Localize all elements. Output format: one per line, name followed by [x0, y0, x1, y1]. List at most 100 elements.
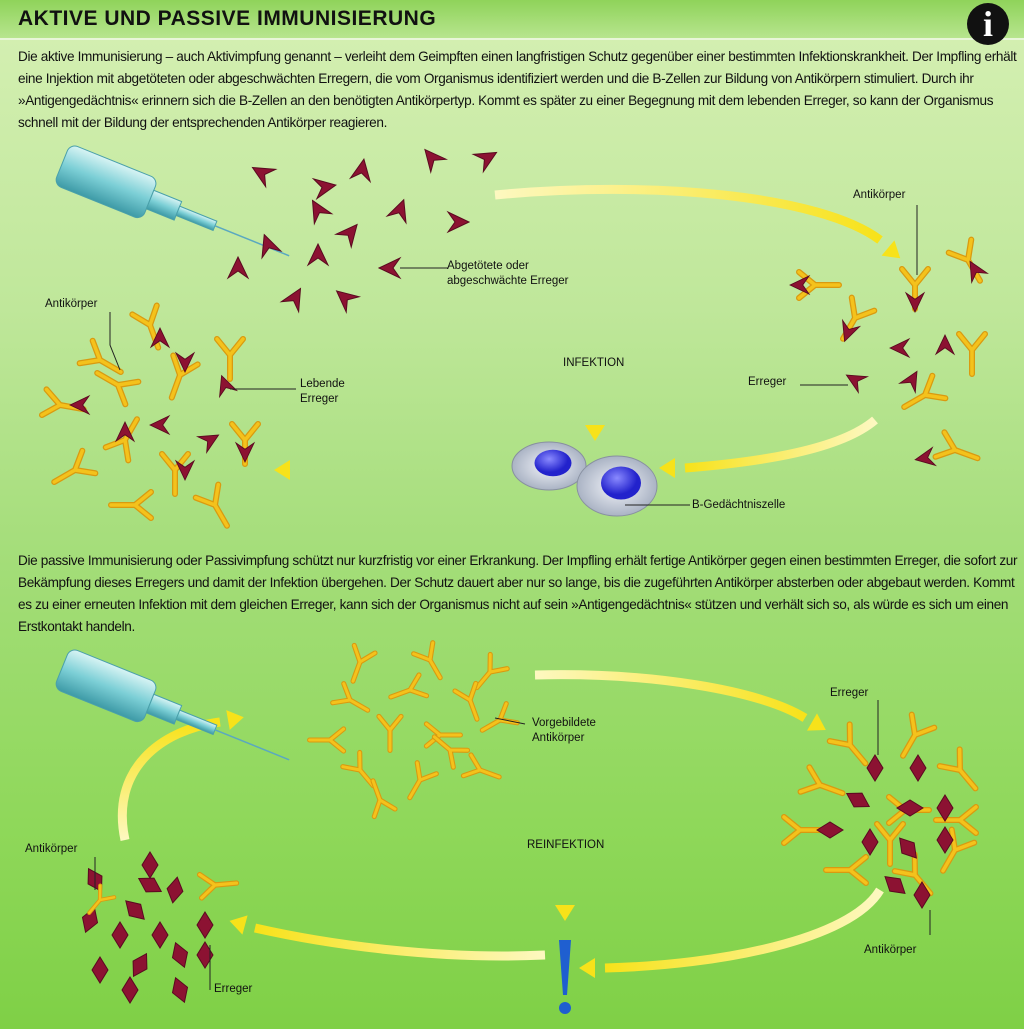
page-title: AKTIVE UND PASSIVE IMMUNISIERUNG: [18, 7, 437, 30]
antigen-icon: [904, 291, 926, 313]
antibody-icon: [936, 746, 979, 792]
antibody-icon: [108, 489, 154, 521]
antibody-shape: [351, 643, 377, 683]
label-antibodies-active-right: Antikörper: [853, 189, 906, 201]
antibody-shape: [95, 371, 141, 407]
exclamation-icon: [559, 940, 571, 995]
antibody-icon: [874, 821, 906, 867]
antibody-icon: [370, 778, 398, 820]
arrow-passive-3: [254, 923, 546, 961]
arrowhead-icon: [807, 713, 826, 731]
antibody-icon: [376, 713, 404, 753]
antibody-shape: [941, 827, 977, 873]
pathogen-icon: [196, 941, 214, 969]
antigen-icon: [306, 242, 330, 267]
label-antibodies-passive-right: Antikörper: [864, 944, 917, 956]
label-line: abgeschwächte Erreger: [447, 275, 569, 287]
pathogen-icon: [884, 876, 906, 894]
antibody-icon: [307, 726, 347, 754]
antigen-icon: [234, 441, 256, 463]
antigen-icon: [311, 199, 334, 226]
antibody-shape: [475, 652, 509, 690]
pathogen-icon: [166, 876, 184, 904]
label-memory-cell: B-Gedächtniszelle: [692, 499, 786, 511]
antibody-shape: [824, 855, 868, 885]
pathogen-icon: [171, 976, 189, 1004]
antibody-icon: [840, 294, 878, 342]
antibody-shape: [412, 641, 442, 680]
pathogen-icon: [816, 821, 844, 839]
antigen-icon: [279, 287, 302, 314]
antigen-icon: [311, 177, 337, 201]
antigen-icon: [446, 210, 471, 234]
antibody-shape: [308, 727, 346, 753]
pathogen-icon: [137, 877, 163, 893]
syringe-hub: [175, 205, 218, 232]
antibody-shape: [193, 482, 229, 528]
pathogen-icon: [141, 851, 159, 879]
antibody-icon: [340, 749, 376, 789]
arrowhead-icon: [881, 240, 901, 259]
header-band: [0, 0, 1024, 40]
antigen-icon: [845, 374, 870, 394]
arrowhead-icon: [659, 458, 675, 478]
antigen-icon: [174, 459, 196, 481]
antibody-icon: [214, 336, 246, 382]
syringe-barrel: [55, 145, 157, 219]
pathogen-icon: [121, 976, 139, 1004]
antibody-shape: [828, 722, 868, 766]
antibody-icon: [796, 269, 842, 301]
antigen-icon: [842, 318, 862, 343]
arrow-passive-1: [534, 670, 808, 722]
antigen-icon: [149, 414, 171, 436]
antibody-icon: [797, 764, 846, 797]
antibody-shape: [902, 373, 948, 409]
antibody-icon: [940, 826, 978, 874]
antibody-icon: [452, 680, 480, 722]
antigen-icon: [914, 446, 937, 467]
label-line: Antikörper: [532, 732, 585, 744]
antibody-shape: [215, 337, 245, 381]
pathogen-icon: [909, 754, 927, 782]
antibody-shape: [957, 332, 987, 376]
antigen-icon: [226, 255, 250, 280]
arrow-active-2: [684, 416, 878, 473]
antibody-icon: [781, 814, 827, 846]
antigen-icon: [889, 337, 911, 359]
nucleus-icon: [601, 466, 641, 500]
antibody-icon: [388, 672, 430, 700]
pathogen-icon: [91, 956, 109, 984]
pathogen-icon: [866, 754, 884, 782]
label-pathogens-passive-right: Erreger: [830, 687, 869, 699]
antibody-shape: [901, 712, 937, 758]
antigen-icon: [471, 151, 498, 174]
pathogen-icon: [936, 826, 954, 854]
antibody-shape: [160, 452, 190, 496]
antibody-icon: [196, 871, 240, 901]
label-line: Lebende: [300, 378, 345, 390]
antibody-icon: [350, 642, 378, 684]
pathogen-icon: [899, 837, 917, 859]
antibody-icon: [87, 883, 117, 915]
antibody-shape: [341, 750, 375, 788]
pathogen-icon: [913, 881, 931, 909]
antigen-icon: [149, 327, 171, 349]
antibody-shape: [77, 338, 123, 374]
syringe-barrel: [55, 649, 157, 723]
antibody-icon: [407, 760, 439, 801]
antibody-icon: [192, 481, 230, 529]
antibody-icon: [431, 734, 471, 770]
antibody-shape: [87, 884, 116, 915]
antibody-shape: [875, 822, 905, 866]
antibody-shape: [841, 295, 877, 341]
antibody-icon: [159, 451, 191, 497]
antibody-icon: [460, 752, 502, 780]
antibody-shape: [389, 673, 429, 699]
antibody-shape: [408, 761, 438, 800]
antigen-icon: [335, 290, 362, 315]
pathogen-icon: [132, 952, 148, 978]
label-infection: INFEKTION: [563, 357, 625, 369]
antigen-icon: [251, 166, 278, 189]
